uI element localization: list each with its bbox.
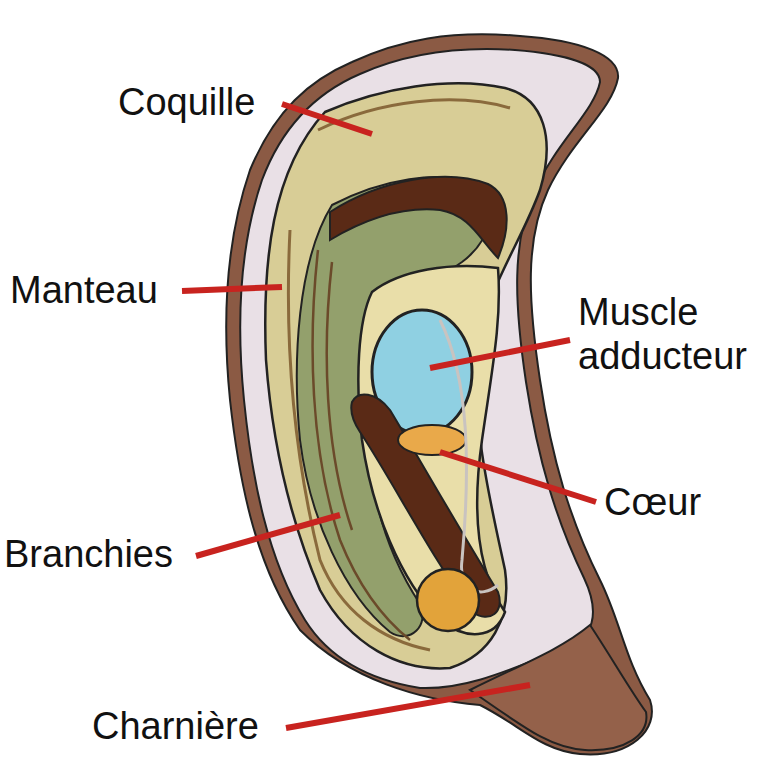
mantle (265, 83, 546, 668)
part-label: Cœur (604, 480, 764, 524)
leader-line (196, 515, 340, 556)
gonad (417, 569, 479, 631)
part-label: Coquille (118, 80, 318, 124)
heart (398, 425, 466, 455)
shell-rim (226, 34, 652, 754)
leader-line (440, 452, 596, 502)
mantle-stripe (288, 100, 510, 650)
part-label: Branchies (4, 532, 194, 576)
leader-line (182, 287, 282, 291)
part-label: Charnière (92, 704, 282, 748)
leader-line (282, 104, 372, 134)
part-label: Manteau (10, 268, 180, 312)
leader-lines (182, 104, 596, 728)
leader-line (430, 340, 570, 368)
leader-line (286, 685, 530, 728)
dark-band (330, 177, 507, 258)
hinge (470, 625, 646, 750)
part-label: Muscle adducteur (578, 290, 764, 378)
shell (240, 49, 600, 688)
